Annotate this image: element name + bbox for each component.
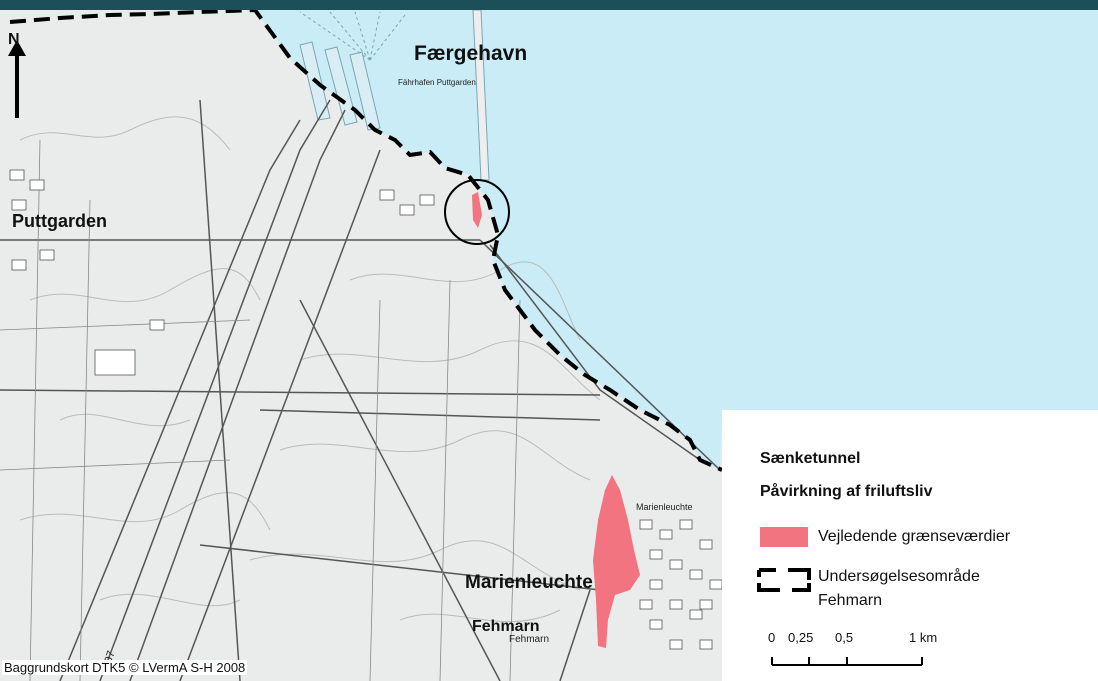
legend-label-boundary-line2: Fehmarn <box>818 592 883 609</box>
legend-panel: Sænketunnel Påvirkning af friluftsliv Ve… <box>722 410 1098 681</box>
header-bar <box>0 0 1098 10</box>
legend-symbol-boundary <box>757 568 811 592</box>
buildings <box>9 169 723 650</box>
scale-bar-line <box>771 657 923 666</box>
impact-area-marienleuchte <box>593 475 640 648</box>
place-label-fehmarn: Fehmarn <box>472 618 540 635</box>
north-label: N <box>8 31 20 48</box>
scale-bar: 0 0,25 0,5 1 km <box>752 630 982 675</box>
field-boundaries <box>0 139 521 681</box>
place-label-marienleuchte: Marienleuchte <box>465 572 593 593</box>
legend-swatch-impact <box>760 527 808 547</box>
north-arrow <box>8 40 26 118</box>
map-canvas <box>0 10 1098 681</box>
place-label-puttgarden: Puttgarden <box>12 211 108 231</box>
scale-tick-label-0: 0 <box>768 630 776 645</box>
place-label-faergehavn: Færgehavn <box>414 42 528 65</box>
study-area-boundary <box>9 10 723 472</box>
map-credit: Baggrundskort DTK5 © LVermA S-H 2008 <box>2 660 248 675</box>
highlight-circle <box>444 179 510 245</box>
harbour-piers <box>299 10 490 181</box>
sea-area <box>255 10 1098 470</box>
scale-tick-label-05: 0,5 <box>835 630 854 645</box>
legend-title: Sænketunnel <box>760 450 861 467</box>
place-label-marienleuchte-small: Marienleuchte <box>636 502 693 512</box>
legend-label-impact: Vejledende grænseværdier <box>818 528 1011 545</box>
scale-tick-label-1: 1 km <box>909 630 938 645</box>
impact-areas <box>472 192 640 648</box>
roads <box>0 99 721 681</box>
legend-subtitle: Påvirkning af friluftsliv <box>760 483 933 500</box>
legend-label-boundary: Undersøgelsesområde <box>818 568 980 585</box>
place-label-faehrhafen: Fährhafen Puttgarden <box>398 78 476 87</box>
scale-tick-label-025: 0,25 <box>788 630 814 645</box>
place-label-fehmarn-small: Fehmarn <box>509 634 550 645</box>
ferry-routes <box>299 11 406 61</box>
impact-area-north <box>472 192 482 228</box>
contour-lines <box>19 116 601 623</box>
